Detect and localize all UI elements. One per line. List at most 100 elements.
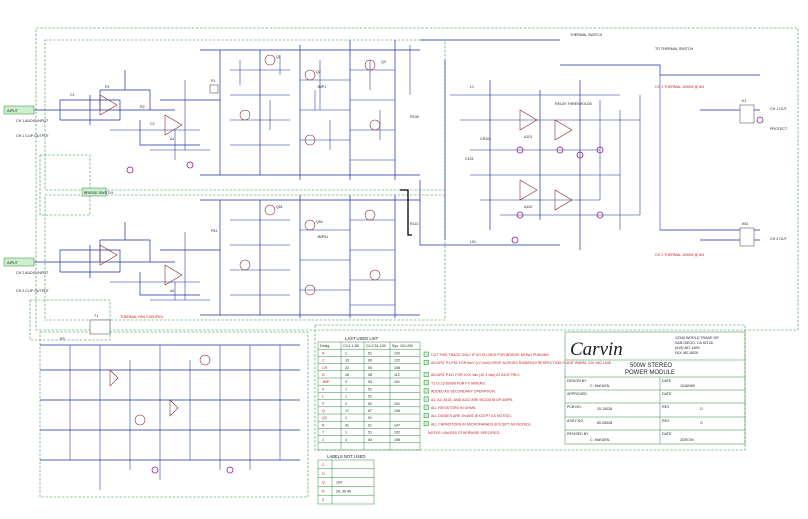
- power-supply-section: T1 R3: [40, 314, 300, 490]
- ch1-clip-label: CH 1 CLIP OUTPUT: [16, 134, 50, 138]
- c2-label: C2: [150, 122, 155, 126]
- note-marker: [423, 388, 429, 394]
- last-used-cell: 1: [345, 431, 347, 435]
- last-used-cell: 67: [368, 409, 372, 413]
- last-used-cell: C: [322, 359, 325, 363]
- channel-1-preamp: R1 R2 C1 A1 C2: [30, 70, 220, 174]
- last-used-cell: 51: [368, 387, 372, 391]
- last-used-cell: JMP: [322, 380, 330, 384]
- r3-label: R3: [60, 337, 65, 341]
- last-used-cell: 41: [345, 423, 349, 427]
- note-item: ADJUST P101 FOR XXX Vac (±0.1 Vac) AT A1…: [431, 373, 521, 377]
- note-item: ALL CAPACITORS IN MICROFARADS (EXCEPT AS…: [431, 422, 531, 426]
- not-used-designator: Q: [322, 481, 325, 485]
- notes-items: CUT THIS TRACE ONLY IF IIO IS USED FOR B…: [423, 351, 612, 426]
- last-used-cell: 112: [394, 373, 400, 377]
- last-used-cell: 4: [345, 438, 347, 442]
- not-used-designator: Z: [322, 498, 325, 502]
- last-used-cell: CR: [322, 366, 328, 370]
- not-used-designator: D: [322, 472, 325, 476]
- last-used-cell: Q: [322, 409, 325, 413]
- note-marker: [423, 380, 429, 386]
- notes-block: CUT THIS TRACE ONLY IF IIO IS USED FOR B…: [423, 351, 612, 435]
- last-used-cell: 1: [345, 416, 347, 420]
- ch1-audio-label: CH 1 AUDIO INPUT: [16, 119, 49, 123]
- last-used-header: Sys. 101-200: [392, 344, 413, 348]
- title-block: Carvin 12340 WORLD TRADE DR SAN DIEGO, C…: [564, 331, 746, 445]
- ch1-input-connector: INPUT: [7, 109, 19, 113]
- p1-label: P1: [211, 79, 215, 83]
- date-value: 15JAN95: [680, 384, 695, 388]
- connector-labels: INPUT CH 1 AUDIO INPUT CH 1 CLIP OUTPUT …: [3, 33, 788, 319]
- channel-1-output-stage: Q1 Q2 Q3 JMP1 P1: [200, 40, 420, 180]
- q51-label: Q51: [276, 205, 283, 209]
- q2-label: Q2: [316, 70, 321, 74]
- assy-label: ASSY NO.: [567, 419, 584, 423]
- note-item: ALL RESISTORS IN OHMS.: [431, 406, 476, 410]
- assy-rev-label: REV: [662, 419, 670, 423]
- approved-date-label: DATE: [662, 392, 672, 396]
- ch2-input-connector: INPUT: [7, 261, 19, 265]
- last-used-title: LAST USED LIST: [345, 336, 379, 341]
- last-used-cell: 53: [368, 380, 372, 384]
- last-used-cell: 58: [368, 373, 372, 377]
- last-used-header: Ch.2 51-100: [366, 344, 386, 348]
- note-marker: [423, 412, 429, 418]
- thermal-fan-label: THERMAL FAN CONTROL: [120, 315, 164, 319]
- jmp1-label: JMP1: [317, 85, 326, 89]
- jmp51-label: JMP51: [317, 235, 328, 239]
- note-item: T1 IS 15-50098 FOR FX MIXERS.: [431, 381, 486, 385]
- approved-label: APPROVED: [567, 392, 587, 396]
- l51-label: L51: [470, 240, 476, 244]
- q3-label: Q3: [381, 60, 386, 64]
- last-used-cell: R: [322, 423, 325, 427]
- revised-by-label: REVISED BY: [567, 432, 589, 436]
- r110-label: R110: [410, 222, 418, 226]
- last-used-cell: 60: [368, 359, 372, 363]
- last-used-cell: 101: [394, 380, 400, 384]
- pcb-label: PCB NO.: [567, 405, 582, 409]
- last-used-cell: T: [322, 431, 325, 435]
- rev-date-label: DATE: [662, 432, 672, 436]
- last-used-cell: 1: [345, 351, 347, 355]
- drawing-title-2: POWER MODULE: [625, 370, 675, 376]
- carvin-logo: Carvin: [570, 339, 623, 360]
- note-marker: [423, 371, 429, 377]
- r2-label: R2: [140, 105, 145, 109]
- rev-date-value: 2DEC94: [680, 438, 694, 442]
- note-marker: [423, 351, 429, 357]
- drawing-title-1: 500W STEREO: [630, 363, 672, 369]
- a2-label: A2: [170, 289, 174, 293]
- labels-not-used-title: LABELS NOT USED: [327, 454, 366, 459]
- last-used-cell: 50: [368, 366, 372, 370]
- last-used-cell: 3: [345, 380, 347, 384]
- not-used-designator: C: [322, 463, 325, 467]
- note-marker: [423, 396, 429, 402]
- r1-label: R1: [105, 85, 110, 89]
- last-used-cell: 22: [345, 366, 349, 370]
- last-used-cell: 16: [345, 373, 349, 377]
- address-line-1: 12340 WORLD TRADE DR: [675, 336, 719, 340]
- last-used-cell: A: [322, 351, 325, 355]
- channel-2-output-stage: Q51 Q52 JMP51 P51: [200, 195, 420, 318]
- pcb-rev-value: G: [700, 407, 703, 411]
- note-item: A1, A2, A101, AND A102 ARE MC33078 OP AM…: [431, 398, 513, 402]
- ch1-out-label: CH 1 OUT: [770, 107, 788, 111]
- date-label: DATE: [662, 379, 672, 383]
- note-marker: [423, 359, 429, 365]
- a102-label: A102: [524, 205, 532, 209]
- to-thermal-switch-label: TO THERMAL SWITCH: [655, 47, 693, 51]
- not-used-values: 104: [336, 481, 342, 485]
- address-line-3: (619) 487-1600: [675, 346, 700, 350]
- r108-label: R108: [410, 115, 419, 119]
- last-used-cell: 51: [368, 431, 372, 435]
- ch1-thermal-label: CH 1 THERMAL 1000W @ 8Ω: [655, 85, 704, 89]
- address-line-4: FAX 487-8529: [675, 351, 698, 355]
- a101-label: A101: [524, 135, 532, 139]
- last-used-cell: 54: [368, 438, 372, 442]
- q52-label: Q52: [316, 220, 323, 224]
- pcb-rev-label: REV: [662, 405, 670, 409]
